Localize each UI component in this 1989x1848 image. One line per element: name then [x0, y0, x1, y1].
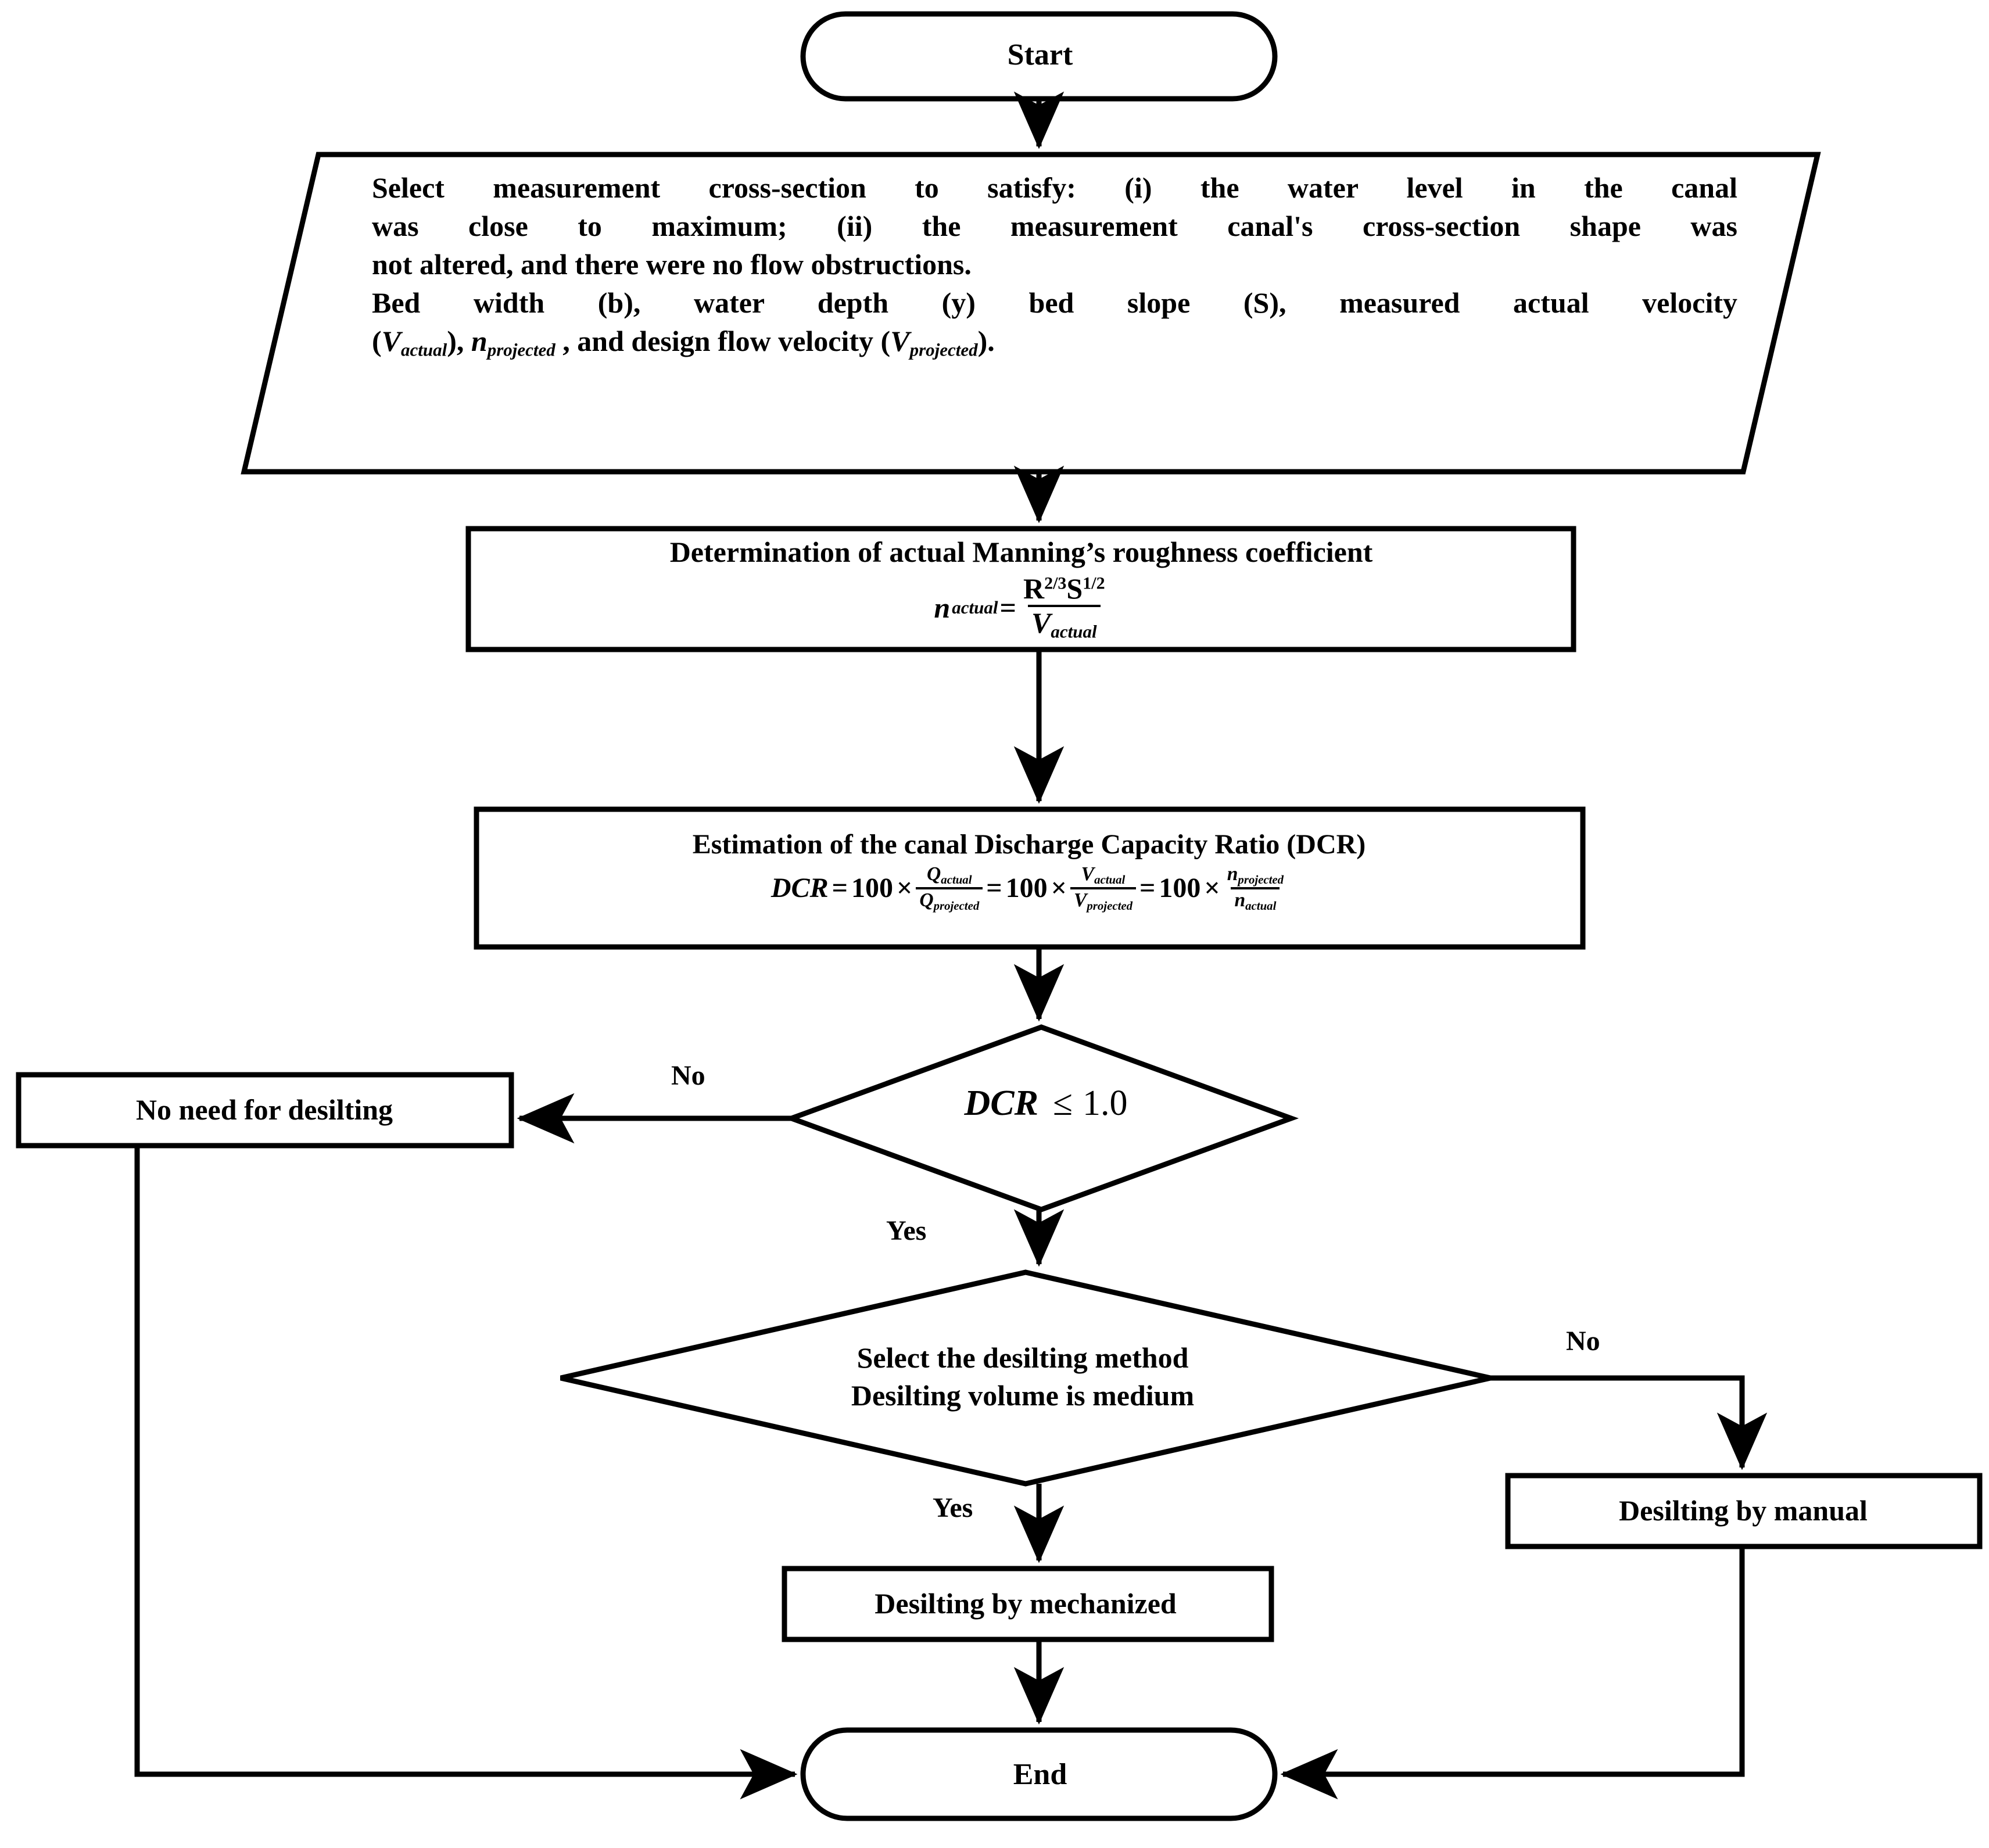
manning-s-exponent: 1/2 [1083, 573, 1105, 593]
input-n-projected-subscript: projected [487, 339, 556, 360]
dcr-n-num-subscript: projected [1238, 873, 1284, 887]
dcr-times-1: × [896, 873, 913, 903]
input-v-projected-symbol: V [890, 325, 910, 357]
dcr-q-num-subscript: actual [941, 873, 972, 887]
manning-denominator: Vactual [1027, 605, 1101, 643]
dcr-v-den-subscript: projected [1087, 899, 1133, 913]
dcr-equals-3: = [1139, 873, 1156, 903]
method-condition-label: Select the desilting method Desilting vo… [691, 1325, 1354, 1429]
dcr-fraction-q: Qactual Qprojected [916, 864, 983, 912]
input-line-3: not altered, and there were no flow obst… [372, 248, 972, 281]
end-label: End [1013, 1758, 1067, 1792]
method-condition-line-2: Desilting volume is medium [851, 1379, 1195, 1412]
edge-label-method-no: No [1566, 1326, 1600, 1357]
less-than-or-equal-icon: ≤ [1052, 1083, 1073, 1124]
manning-numerator: R2/3S1/2 [1020, 574, 1109, 605]
dcr-const-2: 100 [1005, 873, 1048, 903]
manning-equals: = [999, 591, 1016, 624]
connector-manual-to-end [1280, 1546, 1745, 1800]
input-sep-2: , and design flow velocity ( [555, 325, 891, 357]
dcr-condition-value: 1.0 [1083, 1083, 1128, 1124]
dcr-condition-label: DCR ≤ 1.0 [825, 1078, 1267, 1130]
input-paren-close: ). [977, 325, 995, 357]
dcr-fraction-n: nprojected nactual [1224, 864, 1287, 912]
start-label: Start [1007, 38, 1073, 72]
dcr-q-projected: Qprojected [916, 887, 983, 912]
manual-label: Desilting by manual [1619, 1494, 1868, 1527]
dcr-n-actual: nactual [1231, 887, 1280, 912]
dcr-q-den-symbol: Q [919, 889, 934, 912]
dcr-v-num-symbol: V [1081, 863, 1095, 885]
input-v-projected-subscript: projected [909, 339, 978, 360]
dcr-n-den-subscript: actual [1245, 899, 1277, 913]
connector-method-no-to-manual [1490, 1375, 1768, 1470]
dcr-const-1: 100 [851, 873, 893, 903]
dcr-fraction-v: Vactual Vprojected [1070, 864, 1137, 913]
manning-n-subscript: actual [952, 597, 998, 618]
dcr-condition-variable: DCR [964, 1083, 1038, 1124]
edge-label-dcr-no: No [671, 1060, 705, 1091]
input-v-actual-subscript: actual [401, 339, 447, 360]
dcr-lhs: DCR [770, 873, 829, 903]
dcr-q-den-subscript: projected [933, 899, 980, 913]
input-sep-1: ), [447, 325, 471, 357]
input-line-1: Select measurement cross-section to sati… [372, 171, 1737, 204]
method-condition-line-1: Select the desilting method [856, 1341, 1189, 1374]
dcr-q-actual: Qactual [923, 864, 975, 887]
input-block-text: Select measurement cross-section to sati… [372, 168, 1737, 360]
edge-label-method-yes: Yes [933, 1492, 973, 1523]
manning-r-exponent: 2/3 [1044, 573, 1067, 593]
manning-r-symbol: R [1023, 572, 1045, 605]
manning-v-subscript: actual [1051, 622, 1097, 643]
input-line-2: was close to maximum; (ii) the measureme… [372, 210, 1737, 242]
dcr-formula: DCR = 100 × Qactual Qprojected = 100 × V… [769, 864, 1289, 912]
dcr-n-projected: nprojected [1224, 864, 1287, 887]
no-need-label: No need for desilting [135, 1093, 393, 1126]
input-n-projected-symbol: n [471, 325, 488, 357]
dcr-q-num-symbol: Q [927, 863, 941, 885]
connector-noneed-to-end [134, 1146, 798, 1800]
dcr-times-2: × [1051, 873, 1067, 903]
manning-title: Determination of actual Manning’s roughn… [669, 536, 1373, 569]
input-line-4: Bed width (b), water depth (y) bed slope… [372, 286, 1737, 319]
dcr-condition-expression: DCR ≤ 1.0 [962, 1082, 1129, 1125]
manning-block-text: Determination of actual Manning’s roughn… [471, 532, 1572, 645]
input-paren-open: ( [372, 325, 382, 357]
dcr-block-text: Estimation of the canal Discharge Capaci… [478, 812, 1581, 928]
manning-v-symbol: V [1031, 607, 1051, 640]
dcr-title: Estimation of the canal Discharge Capaci… [692, 828, 1366, 860]
dcr-v-den-symbol: V [1073, 889, 1087, 912]
manning-n-symbol: n [934, 591, 951, 624]
dcr-const-3: 100 [1159, 873, 1201, 903]
dcr-n-den-symbol: n [1234, 889, 1246, 912]
manning-fraction: R2/3S1/2 Vactual [1020, 574, 1109, 641]
dcr-n-num-symbol: n [1227, 863, 1238, 885]
mechanized-label: Desilting by mechanized [875, 1587, 1177, 1620]
dcr-equals-2: = [986, 873, 1002, 903]
dcr-v-projected: Vprojected [1070, 887, 1137, 913]
input-line-5: (Vactual), nprojected , and design flow … [372, 322, 1737, 363]
input-v-actual-symbol: V [381, 325, 402, 357]
dcr-v-actual: Vactual [1078, 864, 1129, 887]
manning-s-symbol: S [1066, 572, 1083, 605]
dcr-equals-1: = [832, 873, 848, 903]
dcr-times-3: × [1204, 873, 1220, 903]
edge-label-dcr-yes: Yes [886, 1215, 927, 1246]
dcr-v-num-subscript: actual [1094, 873, 1126, 887]
